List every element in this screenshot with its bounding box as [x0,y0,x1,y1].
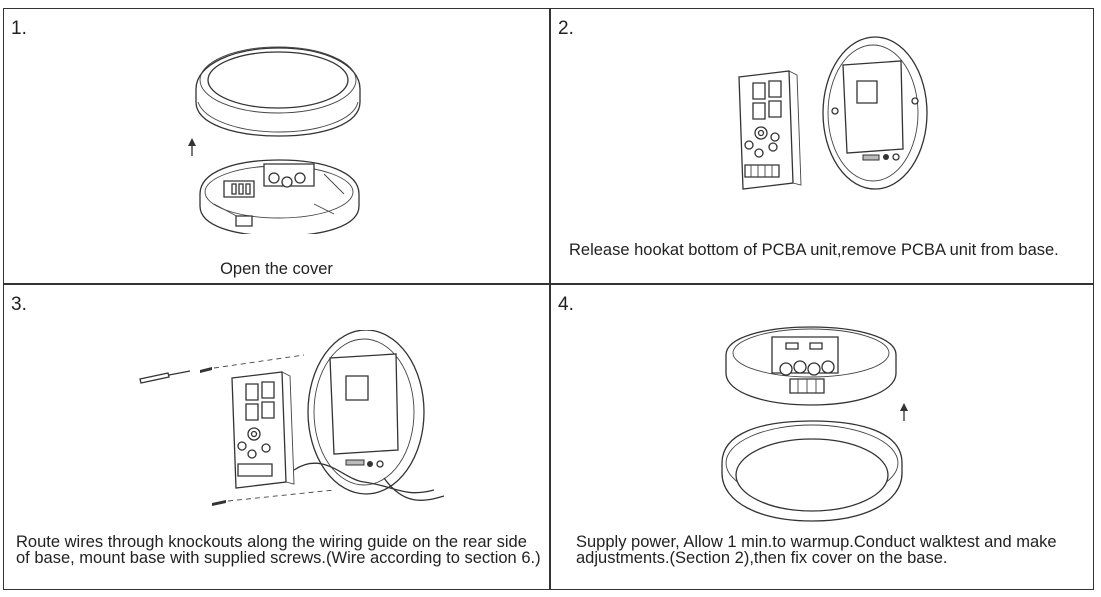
base-screw-mounting-icon [134,330,454,506]
pcba-removed-from-base-icon [731,31,931,201]
step-3-number: 3. [11,294,27,315]
step-3-caption: Route wires through knockouts along the … [16,533,541,567]
step-2-caption: Release hookat bottom of PCBA unit,remov… [569,241,1059,259]
step-4-caption: Supply power, Allow 1 min.to warmup.Cond… [576,533,1057,567]
step-2-cell: 2. Release hookat bottom of PCBA unit,re… [551,9,1093,283]
step-1-number: 1. [11,18,27,39]
step-3-cell: 3. [4,285,549,589]
cover-refit-icon [716,323,908,523]
instruction-grid: 1. Open the cover 2. [3,8,1094,590]
step-2-number: 2. [558,18,574,39]
grid-divider-horizontal [4,283,1093,285]
detector-cover-lifted-icon [188,44,374,234]
step-4-cell: 4. Supply power, Allow 1 min.to warmup.C… [551,285,1093,589]
step-1-cell: 1. Open the cover [4,9,549,283]
grid-divider-vertical [549,9,551,589]
step-4-number: 4. [558,294,574,315]
step-1-caption: Open the cover [220,260,333,278]
